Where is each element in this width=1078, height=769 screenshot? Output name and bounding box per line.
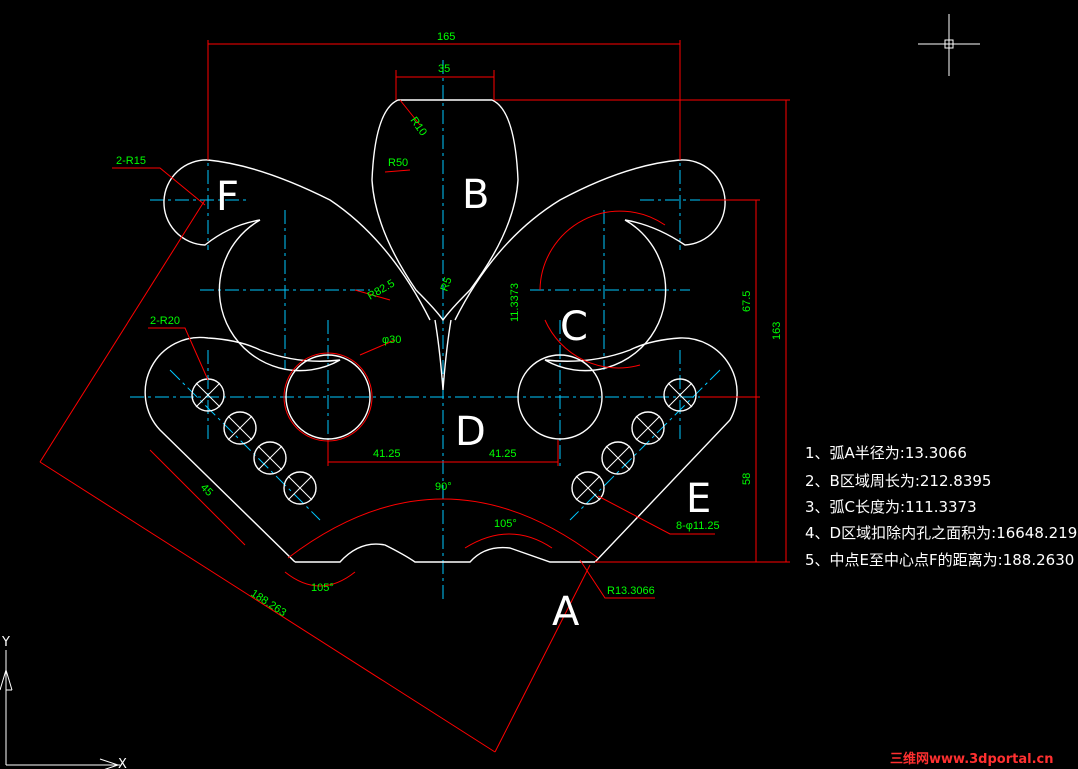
note-2: 2、B区域周长为:212.8395 [805,472,991,490]
dim-41-25-right: 41.25 [489,448,517,460]
region-labels: B F C D E A [216,172,711,635]
dim-2-r15: 2-R15 [116,155,146,167]
note-3: 3、弧C长度为:111.3373 [805,498,977,516]
note-1: 1、弧A半径为:13.3066 [805,444,967,462]
dim-67-5: 67.5 [741,291,753,312]
note-4: 4、D区域扣除内孔之面积为:16648.2194 [805,524,1078,542]
label-a: A [552,589,580,635]
label-d: D [455,409,486,455]
dim-r5: R5 [439,276,455,293]
dim-r10: R10 [408,115,429,138]
watermark: 三维网www.3dportal.cn [890,751,1053,767]
hole-crosses [195,382,693,501]
cursor-crosshair-icon [918,14,980,76]
dim-arc-c: 11.3373 [509,283,521,322]
ucs-axis-icon [0,650,120,769]
dim-165: 165 [437,31,455,43]
dim-2-r20: 2-R20 [150,315,180,327]
dim-8-holes: 8-φ11.25 [676,520,720,532]
axis-x-label: X [118,757,127,769]
dim-angle-105-left: 105° [311,582,334,594]
note-5: 5、中点E至中心点F的距离为:188.2630 [805,551,1074,569]
dim-angle-90: 90° [435,481,452,493]
notes-list: 1、弧A半径为:13.3066 2、B区域周长为:212.8395 3、弧C长度… [805,444,1078,569]
center-lines [130,60,760,600]
dim-phi30: φ30 [382,334,401,346]
dim-r13-3066: R13.3066 [607,585,655,597]
dim-188-263: 188.263 [248,587,288,619]
axis-y-label: Y [1,635,10,650]
dim-r82-5: R82.5 [366,278,397,303]
label-f: F [216,174,239,220]
dim-35: 35 [438,63,450,75]
dim-58: 58 [741,473,753,485]
dim-41-25-left: 41.25 [373,448,401,460]
label-c: C [560,304,588,350]
label-b: B [462,172,489,218]
dim-r50: R50 [388,157,408,169]
dim-angle-105-right: 105° [494,518,517,530]
dim-45: 45 [198,482,215,499]
label-e: E [686,476,711,522]
part-outline [144,99,738,563]
dim-163: 163 [771,322,783,340]
dimension-lines [39,40,790,753]
